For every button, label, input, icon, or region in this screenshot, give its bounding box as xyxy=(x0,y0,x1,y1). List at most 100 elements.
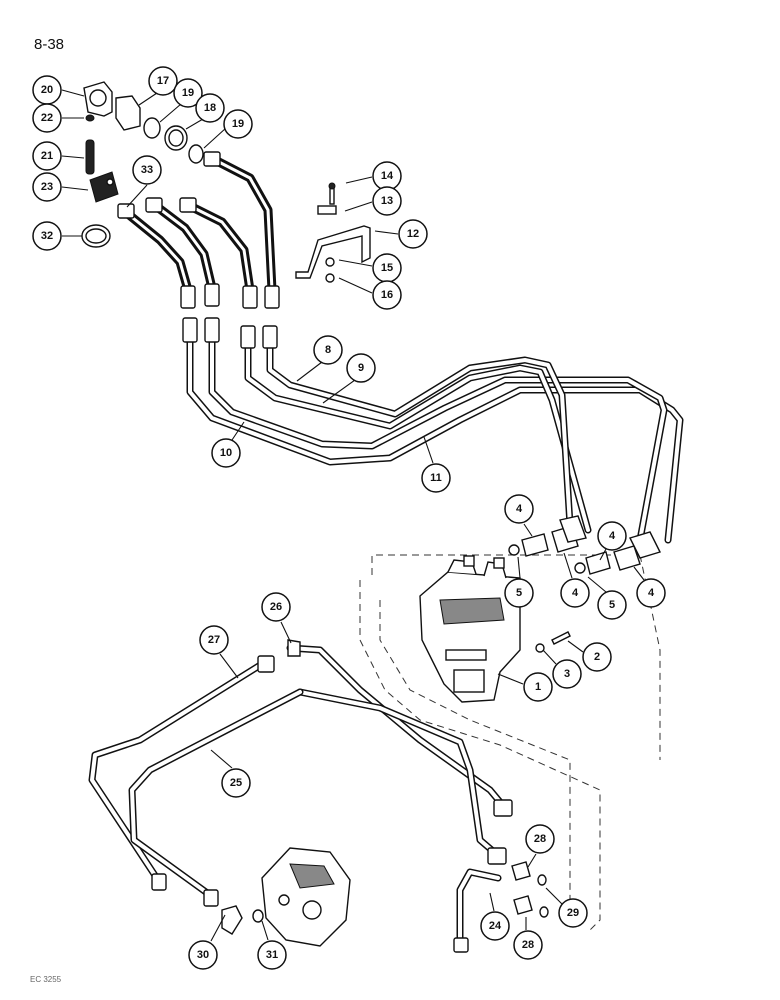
leader-line-29 xyxy=(545,887,563,905)
callout-number: 17 xyxy=(157,75,169,87)
callout-circle xyxy=(199,625,229,655)
callout-number: 11 xyxy=(430,472,442,484)
callout-27: 27 xyxy=(199,625,229,655)
callout-circle xyxy=(582,642,612,672)
pump-housing xyxy=(261,847,351,947)
callout-number: 19 xyxy=(232,118,244,130)
callout-4: 4 xyxy=(504,494,534,524)
callout-24: 24 xyxy=(480,911,510,941)
callout-17: 17 xyxy=(148,66,178,96)
callout-10: 10 xyxy=(211,438,241,468)
callout-number: 4 xyxy=(572,587,579,599)
callout-number: 4 xyxy=(516,503,523,515)
callout-circle xyxy=(32,141,62,171)
callout-circle xyxy=(523,672,553,702)
callout-circle xyxy=(525,824,555,854)
callout-number: 10 xyxy=(220,447,232,459)
callout-number: 15 xyxy=(381,262,393,274)
callout-number: 30 xyxy=(197,949,209,961)
callout-circle xyxy=(504,494,534,524)
callout-number: 13 xyxy=(381,195,393,207)
callout-5: 5 xyxy=(504,578,534,608)
callout-number: 20 xyxy=(41,84,53,96)
callout-number: 31 xyxy=(266,949,278,961)
callout-circle xyxy=(372,186,402,216)
callout-25: 25 xyxy=(221,768,251,798)
callout-circle xyxy=(504,578,534,608)
callout-number: 18 xyxy=(204,102,216,114)
leader-line-5 xyxy=(587,576,607,593)
leader-line-33 xyxy=(126,184,148,208)
lower-fittings xyxy=(151,639,549,953)
callout-number: 4 xyxy=(648,587,655,599)
bracket-parts xyxy=(295,182,371,283)
leader-line-9 xyxy=(322,379,356,404)
callout-16: 16 xyxy=(372,280,402,310)
leader-line-10 xyxy=(231,421,245,441)
callout-18: 18 xyxy=(195,93,225,123)
callout-4: 4 xyxy=(560,578,590,608)
callout-11: 11 xyxy=(421,463,451,493)
leader-line-4 xyxy=(523,523,533,537)
callout-number: 12 xyxy=(407,228,419,240)
lower-tubes xyxy=(88,644,509,949)
leader-line-4 xyxy=(599,548,607,561)
callout-number: 22 xyxy=(41,112,53,124)
callout-number: 19 xyxy=(182,87,194,99)
callout-circle xyxy=(32,221,62,251)
leader-line-26 xyxy=(280,621,292,644)
callout-number: 14 xyxy=(381,170,394,182)
callout-circle xyxy=(261,592,291,622)
callout-19: 19 xyxy=(173,78,203,108)
callout-circle xyxy=(560,578,590,608)
callout-number: 27 xyxy=(208,634,220,646)
leader-line-20 xyxy=(61,89,85,97)
callout-circle xyxy=(421,463,451,493)
callout-number: 29 xyxy=(567,907,579,919)
callout-number: 8 xyxy=(325,344,331,356)
hose-fittings xyxy=(117,151,280,309)
callout-circle xyxy=(346,353,376,383)
callout-circle xyxy=(597,590,627,620)
leader-line-15 xyxy=(338,259,373,267)
leader-line-8 xyxy=(296,361,323,382)
leader-line-17 xyxy=(138,92,158,106)
callout-circle xyxy=(513,930,543,960)
callout-number: 23 xyxy=(41,181,53,193)
callout-number: 1 xyxy=(535,681,541,693)
leader-line-13 xyxy=(344,201,373,212)
callout-circle xyxy=(480,911,510,941)
callout-number: 5 xyxy=(516,587,522,599)
callout-5: 5 xyxy=(597,590,627,620)
callout-2: 2 xyxy=(582,642,612,672)
callout-33: 33 xyxy=(132,155,162,185)
callout-22: 22 xyxy=(32,103,62,133)
leader-line-19 xyxy=(203,127,227,149)
leader-line-25 xyxy=(210,749,233,769)
callout-number: 3 xyxy=(564,668,570,680)
callout-circle xyxy=(132,155,162,185)
callout-number: 28 xyxy=(522,939,534,951)
upper-tubes xyxy=(186,336,684,544)
callout-number: 24 xyxy=(489,920,502,932)
callout-circle xyxy=(372,280,402,310)
callout-number: 26 xyxy=(270,601,282,613)
control-valve xyxy=(419,515,661,703)
leader-line-12 xyxy=(374,230,399,235)
leader-lines xyxy=(61,89,645,942)
leader-line-5 xyxy=(517,556,521,579)
leader-line-21 xyxy=(61,155,85,159)
callout-circle xyxy=(398,219,428,249)
leader-line-31 xyxy=(261,920,269,941)
callout-number: 2 xyxy=(594,651,600,663)
leader-line-19 xyxy=(159,103,182,123)
callout-12: 12 xyxy=(398,219,428,249)
callout-circle xyxy=(195,93,225,123)
callout-number: 9 xyxy=(358,362,364,374)
page-number: 8-38 xyxy=(34,36,65,53)
coupler-parts xyxy=(81,81,204,248)
callout-26: 26 xyxy=(261,592,291,622)
callout-15: 15 xyxy=(372,253,402,283)
callout-30: 30 xyxy=(188,940,218,970)
